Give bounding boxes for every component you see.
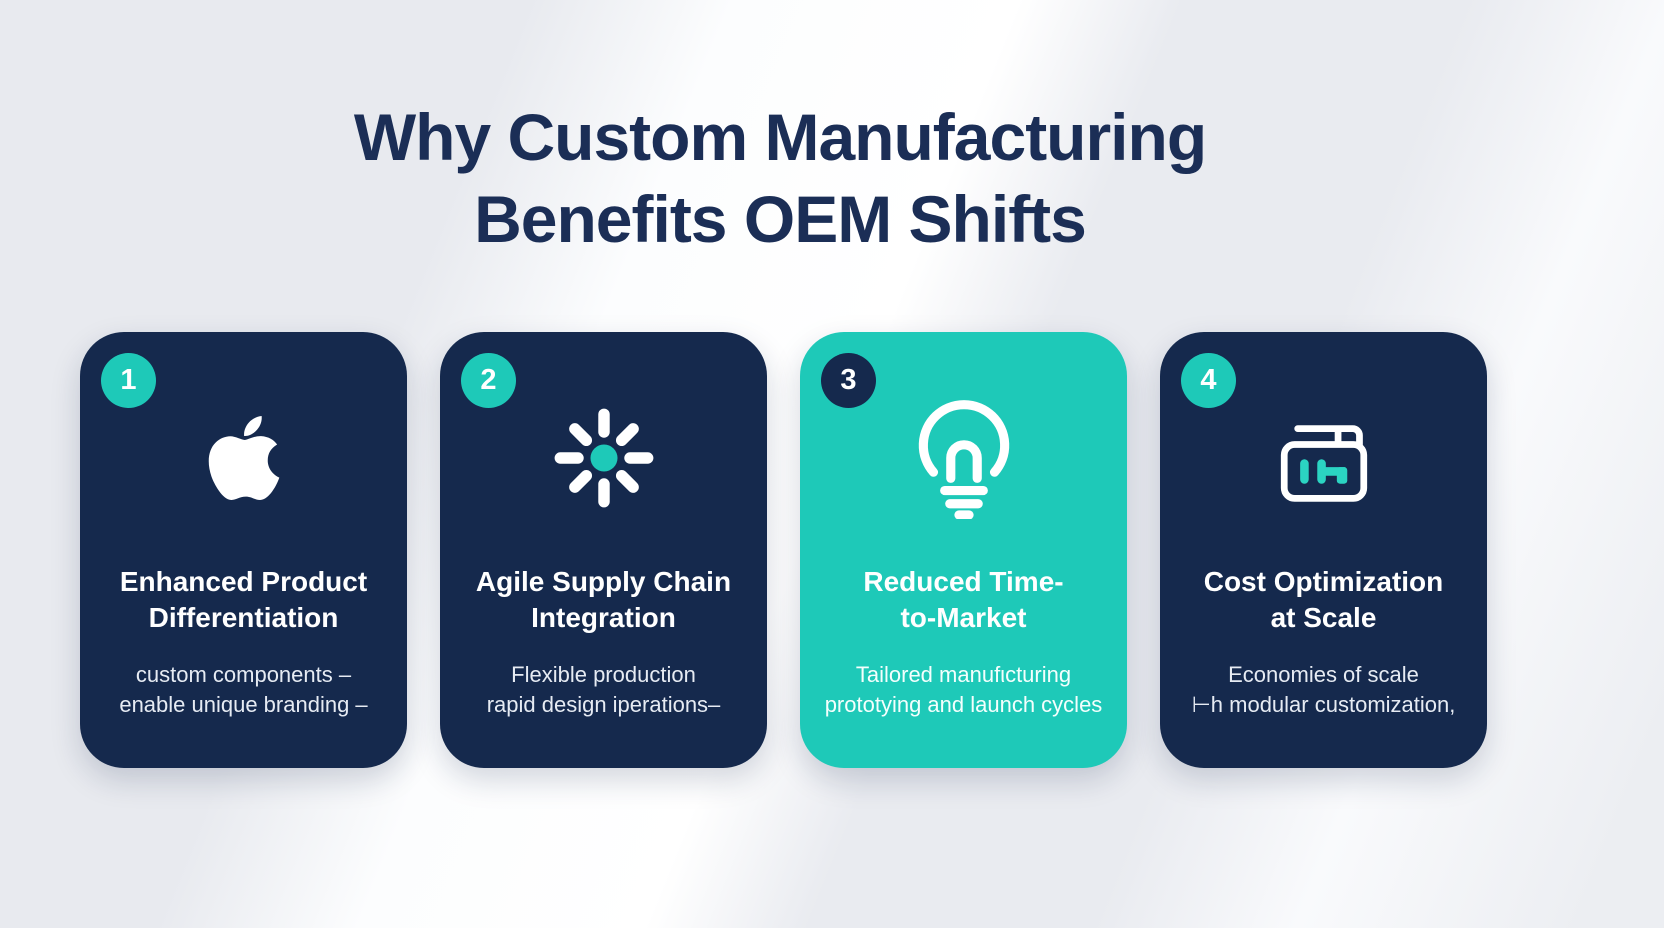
page-title: Why Custom Manufacturing Benefits OEM Sh… — [0, 96, 1560, 260]
card-number-badge: 4 — [1181, 353, 1236, 408]
apple-logo-icon — [207, 394, 281, 522]
benefit-card-4: 4 Cost Optimization at Scale — [1160, 332, 1487, 768]
benefit-card-3: 3 Reduced Time- to-Market Tailored manuf… — [800, 332, 1127, 768]
lightbulb-icon — [906, 394, 1022, 522]
card-number-badge: 1 — [101, 353, 156, 408]
benefit-card-1: 1 Enhanced Product Differentiation custo… — [80, 332, 407, 768]
card-description: Economies of scale ⊢h modular customizat… — [1191, 662, 1456, 717]
card-title: Agile Supply Chain Integration — [475, 566, 732, 633]
machine-cart-icon — [1272, 394, 1376, 522]
card-description: Flexible production rapid design iperati… — [486, 662, 721, 717]
card-number: 4 — [1200, 364, 1217, 396]
benefit-card-2: 2 Agile Supply Chain Integration — [440, 332, 767, 768]
page-title-line2: Benefits OEM Shifts — [474, 182, 1087, 256]
card-title: Cost Optimization at Scale — [1203, 566, 1444, 633]
spinner-rays-icon — [552, 394, 656, 522]
card-number: 3 — [840, 364, 857, 396]
page-title-line1: Why Custom Manufacturing — [353, 100, 1207, 174]
card-description: custom components – enable unique brandi… — [119, 662, 368, 717]
card-description: Tailored manufιcturing prototying and la… — [824, 662, 1103, 717]
card-title: Reduced Time- to-Market — [863, 566, 1064, 633]
cards-row: 1 Enhanced Product Differentiation custo… — [80, 332, 1487, 768]
card-title: Enhanced Product Differentiation — [119, 566, 368, 633]
card-number: 1 — [120, 364, 137, 396]
card-number-badge: 2 — [461, 353, 516, 408]
card-number-badge: 3 — [821, 353, 876, 408]
card-number: 2 — [480, 364, 497, 396]
